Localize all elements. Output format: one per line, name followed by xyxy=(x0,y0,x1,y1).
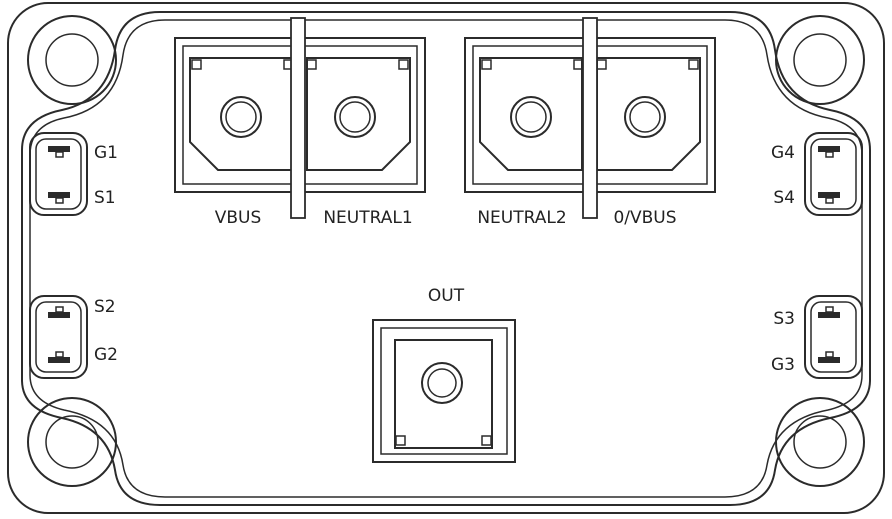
out-screw xyxy=(421,362,463,404)
outer-housing xyxy=(7,2,885,514)
separator-bar-right xyxy=(582,17,598,219)
ovbus-screw xyxy=(624,96,666,138)
label-neutral1: NEUTRAL1 xyxy=(323,208,412,228)
neutral1-screw xyxy=(334,96,376,138)
label-g3: G3 xyxy=(771,355,795,375)
label-out: OUT xyxy=(428,286,465,306)
pin-housing-s3-g3 xyxy=(804,295,863,379)
label-s2: S2 xyxy=(94,297,116,317)
label-g1: G1 xyxy=(94,143,118,163)
terminal-block-left xyxy=(174,17,426,219)
label-ovbus: 0/VBUS xyxy=(613,208,676,228)
terminal-out xyxy=(372,319,516,463)
label-vbus: VBUS xyxy=(215,208,262,228)
vbus-screw xyxy=(220,96,262,138)
terminal-block-right xyxy=(464,17,716,219)
label-neutral2: NEUTRAL2 xyxy=(477,208,566,228)
label-g4: G4 xyxy=(771,143,795,163)
label-s3: S3 xyxy=(773,309,795,329)
label-s1: S1 xyxy=(94,188,116,208)
pin-housing-s2-g2 xyxy=(29,295,88,379)
pin-housing-g1-s1 xyxy=(29,132,88,216)
separator-bar-left xyxy=(290,17,306,219)
mounting-hole-top-right xyxy=(775,15,865,105)
inner-body-inner-line xyxy=(29,19,863,498)
mounting-hole-bottom-left xyxy=(27,397,117,487)
label-g2: G2 xyxy=(94,345,118,365)
label-s4: S4 xyxy=(773,188,795,208)
mounting-hole-bottom-right xyxy=(775,397,865,487)
mounting-hole-top-left xyxy=(27,15,117,105)
inner-body xyxy=(21,11,871,506)
pin-housing-g4-s4 xyxy=(804,132,863,216)
neutral2-screw xyxy=(510,96,552,138)
